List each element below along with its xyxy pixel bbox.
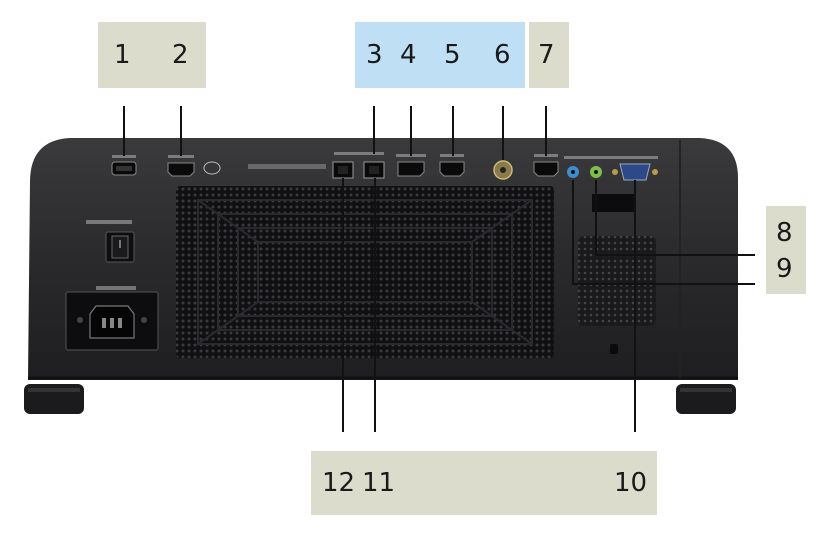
callout-number-10: 10 xyxy=(614,468,648,498)
callout-box-top-right xyxy=(529,22,569,88)
main-vent-grille xyxy=(176,186,554,358)
port-usb-1 xyxy=(111,161,137,176)
port-audio-9 xyxy=(567,166,579,178)
leader-line-7 xyxy=(545,106,547,156)
leader-line-2 xyxy=(180,106,182,156)
side-vent xyxy=(578,236,656,326)
port-audio-8 xyxy=(590,166,602,178)
callout-number-6: 6 xyxy=(494,40,511,70)
leader-line-11 xyxy=(374,178,376,432)
callout-number-11: 11 xyxy=(362,468,396,498)
leader-line-5 xyxy=(452,106,454,156)
leader-line-6 xyxy=(502,106,504,160)
projector-feet xyxy=(24,384,736,414)
ac-inlet xyxy=(65,291,159,351)
port-bnc-6 xyxy=(493,160,513,180)
callout-number-3: 3 xyxy=(366,40,383,70)
callout-number-2: 2 xyxy=(172,40,189,70)
leader-line-4 xyxy=(410,106,412,156)
port-hdmi-7 xyxy=(533,161,559,177)
port-hdmi-5 xyxy=(439,161,465,177)
port-rj45-11 xyxy=(363,161,385,179)
callout-number-1: 1 xyxy=(114,40,131,70)
port-hdmi-out-2 xyxy=(167,162,195,177)
callout-number-12: 12 xyxy=(322,468,356,498)
callout-box-right xyxy=(766,206,806,294)
leader-line-12 xyxy=(342,178,344,432)
leader-line-8-vertical xyxy=(595,180,597,255)
callout-box-top-left xyxy=(98,22,206,88)
leader-line-8-horizontal xyxy=(595,254,755,256)
callout-number-4: 4 xyxy=(400,40,417,70)
brand-logo-mark xyxy=(203,161,221,175)
callout-box-top-mid xyxy=(355,22,525,88)
security-slot xyxy=(610,344,618,354)
power-switch xyxy=(105,231,135,263)
callout-number-8: 8 xyxy=(776,218,793,248)
callout-number-9: 9 xyxy=(776,254,793,284)
leader-line-1 xyxy=(123,106,125,156)
port-displayport-4 xyxy=(397,161,425,177)
leader-line-9-horizontal xyxy=(572,283,755,285)
callout-box-bottom xyxy=(311,451,657,515)
callout-number-7: 7 xyxy=(538,40,555,70)
leader-line-9-vertical xyxy=(572,180,574,284)
label-plate xyxy=(592,194,636,212)
port-rj45-12 xyxy=(332,161,354,179)
port-serial-10 xyxy=(612,163,658,181)
leader-line-10 xyxy=(634,180,636,432)
leader-line-3 xyxy=(373,106,375,154)
callout-number-5: 5 xyxy=(444,40,461,70)
